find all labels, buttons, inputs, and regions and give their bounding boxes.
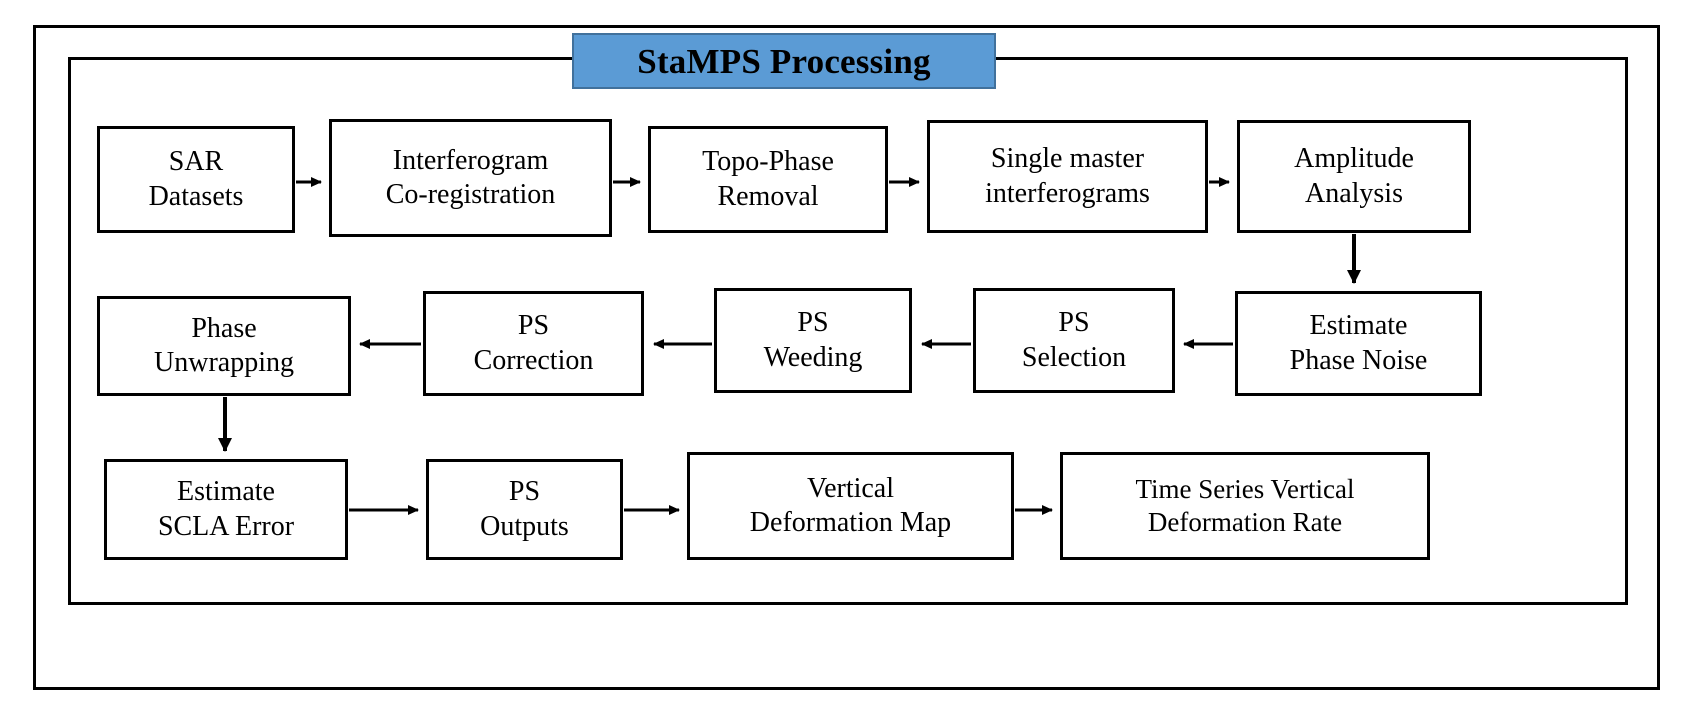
node-vertical-deformation-map[interactable]: Vertical Deformation Map bbox=[687, 452, 1014, 560]
node-estimate-phase-noise[interactable]: Estimate Phase Noise bbox=[1235, 291, 1482, 396]
node-label: Amplitude Analysis bbox=[1294, 143, 1414, 209]
outer-frame bbox=[33, 25, 1660, 690]
node-label: Estimate Phase Noise bbox=[1289, 310, 1428, 376]
node-label: Interferogram Co-registration bbox=[385, 144, 556, 210]
node-label: PS Correction bbox=[473, 310, 594, 376]
node-time-series-vertical-deformation-rate[interactable]: Time Series Vertical Deformation Rate bbox=[1060, 452, 1430, 560]
node-single-master-interferograms[interactable]: Single master interferograms bbox=[927, 120, 1208, 233]
node-sar-datasets[interactable]: SAR Datasets bbox=[97, 126, 295, 233]
node-label: Time Series Vertical Deformation Rate bbox=[1135, 474, 1355, 537]
node-label: SAR Datasets bbox=[148, 146, 244, 212]
node-estimate-scla-error[interactable]: Estimate SCLA Error bbox=[104, 459, 348, 560]
node-label: Vertical Deformation Map bbox=[749, 472, 952, 538]
node-label: Phase Unwrapping bbox=[154, 312, 294, 378]
node-ps-weeding[interactable]: PS Weeding bbox=[714, 288, 912, 393]
node-ps-correction[interactable]: PS Correction bbox=[423, 291, 644, 396]
node-label: Estimate SCLA Error bbox=[157, 476, 295, 542]
node-topo-phase-removal[interactable]: Topo-Phase Removal bbox=[648, 126, 888, 233]
node-ps-selection[interactable]: PS Selection bbox=[973, 288, 1175, 393]
node-label: PS Outputs bbox=[480, 476, 569, 542]
node-label: Single master interferograms bbox=[985, 143, 1150, 209]
diagram-title-text: StaMPS Processing bbox=[637, 41, 931, 81]
node-phase-unwrapping[interactable]: Phase Unwrapping bbox=[97, 296, 351, 396]
node-ps-outputs[interactable]: PS Outputs bbox=[426, 459, 623, 560]
node-amplitude-analysis[interactable]: Amplitude Analysis bbox=[1237, 120, 1471, 233]
node-label: PS Selection bbox=[1021, 307, 1127, 373]
node-label: Topo-Phase Removal bbox=[702, 146, 834, 212]
diagram-title-banner: StaMPS Processing bbox=[572, 33, 996, 89]
node-label: PS Weeding bbox=[763, 307, 863, 373]
node-interferogram-coreg[interactable]: Interferogram Co-registration bbox=[329, 119, 612, 237]
